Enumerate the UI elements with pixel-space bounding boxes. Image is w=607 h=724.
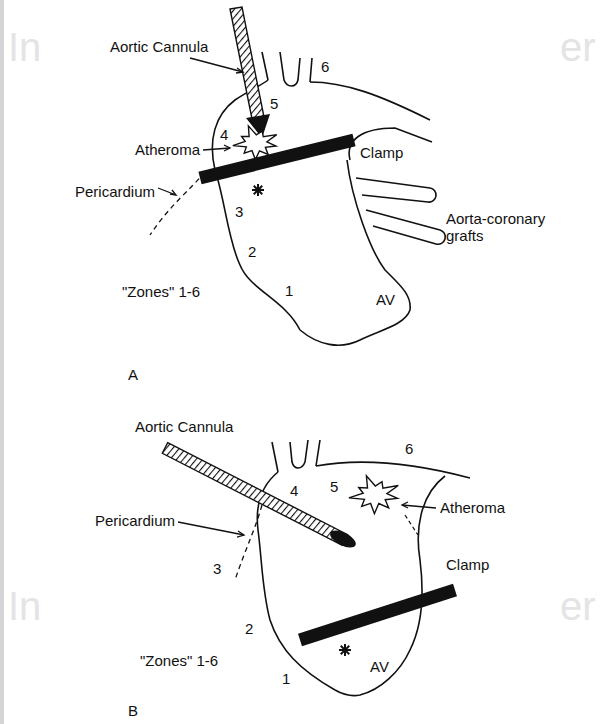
cannula-b	[162, 443, 358, 551]
zone-number: 4	[290, 482, 298, 499]
label-text: Clamp	[446, 556, 489, 573]
zone-number: 5	[270, 95, 278, 112]
label-text: Pericardium	[75, 183, 155, 200]
label-text: Aorta-coronary grafts	[446, 210, 564, 245]
asterisk-stroke	[341, 646, 349, 654]
zone-number: 2	[245, 620, 253, 637]
label-text: Pericardium	[95, 512, 175, 529]
aorta-outline-b	[257, 440, 470, 696]
valve-label: AV	[370, 658, 389, 675]
zone-number: 3	[235, 203, 243, 220]
zone-number: 4	[220, 126, 228, 143]
label-text: Aortic Cannula	[135, 418, 233, 435]
atheroma-shape	[349, 476, 398, 514]
label-text: Aortic Cannula	[110, 38, 208, 55]
zone-number: 6	[321, 58, 329, 75]
zone-number: 5	[330, 478, 338, 495]
panel-letter: A	[128, 366, 138, 383]
atheroma-b	[349, 476, 398, 514]
valve-label: AV	[376, 291, 395, 308]
zone-number: 1	[282, 670, 290, 687]
pericardium-line	[235, 505, 262, 580]
watermark: er	[560, 583, 596, 629]
zone-number: 6	[405, 440, 413, 457]
clamp-a	[200, 140, 354, 178]
page-edge	[0, 0, 4, 724]
zone-number: 3	[213, 560, 221, 577]
leader-lines-b	[178, 502, 436, 537]
label-text: "Zones" 1-6	[122, 283, 200, 300]
zone-number: 1	[285, 282, 293, 299]
zone-number: 2	[248, 243, 256, 260]
pericardium-line	[405, 515, 418, 535]
label-text: Atheroma	[440, 499, 505, 516]
asterisk-a	[252, 184, 264, 196]
watermark: In	[8, 583, 41, 629]
asterisk-stroke	[254, 186, 262, 194]
panel-letter: B	[128, 702, 138, 719]
pericardium-line	[150, 172, 205, 235]
watermark: In	[8, 24, 41, 70]
label-text: Atheroma	[135, 141, 200, 158]
watermark: er	[560, 24, 596, 70]
label-text: Clamp	[360, 144, 403, 161]
cannula-a	[230, 7, 270, 138]
asterisk-b	[339, 644, 351, 656]
clamp-b	[300, 590, 455, 640]
label-text: "Zones" 1-6	[140, 652, 218, 669]
leader-lines-a	[158, 58, 243, 195]
